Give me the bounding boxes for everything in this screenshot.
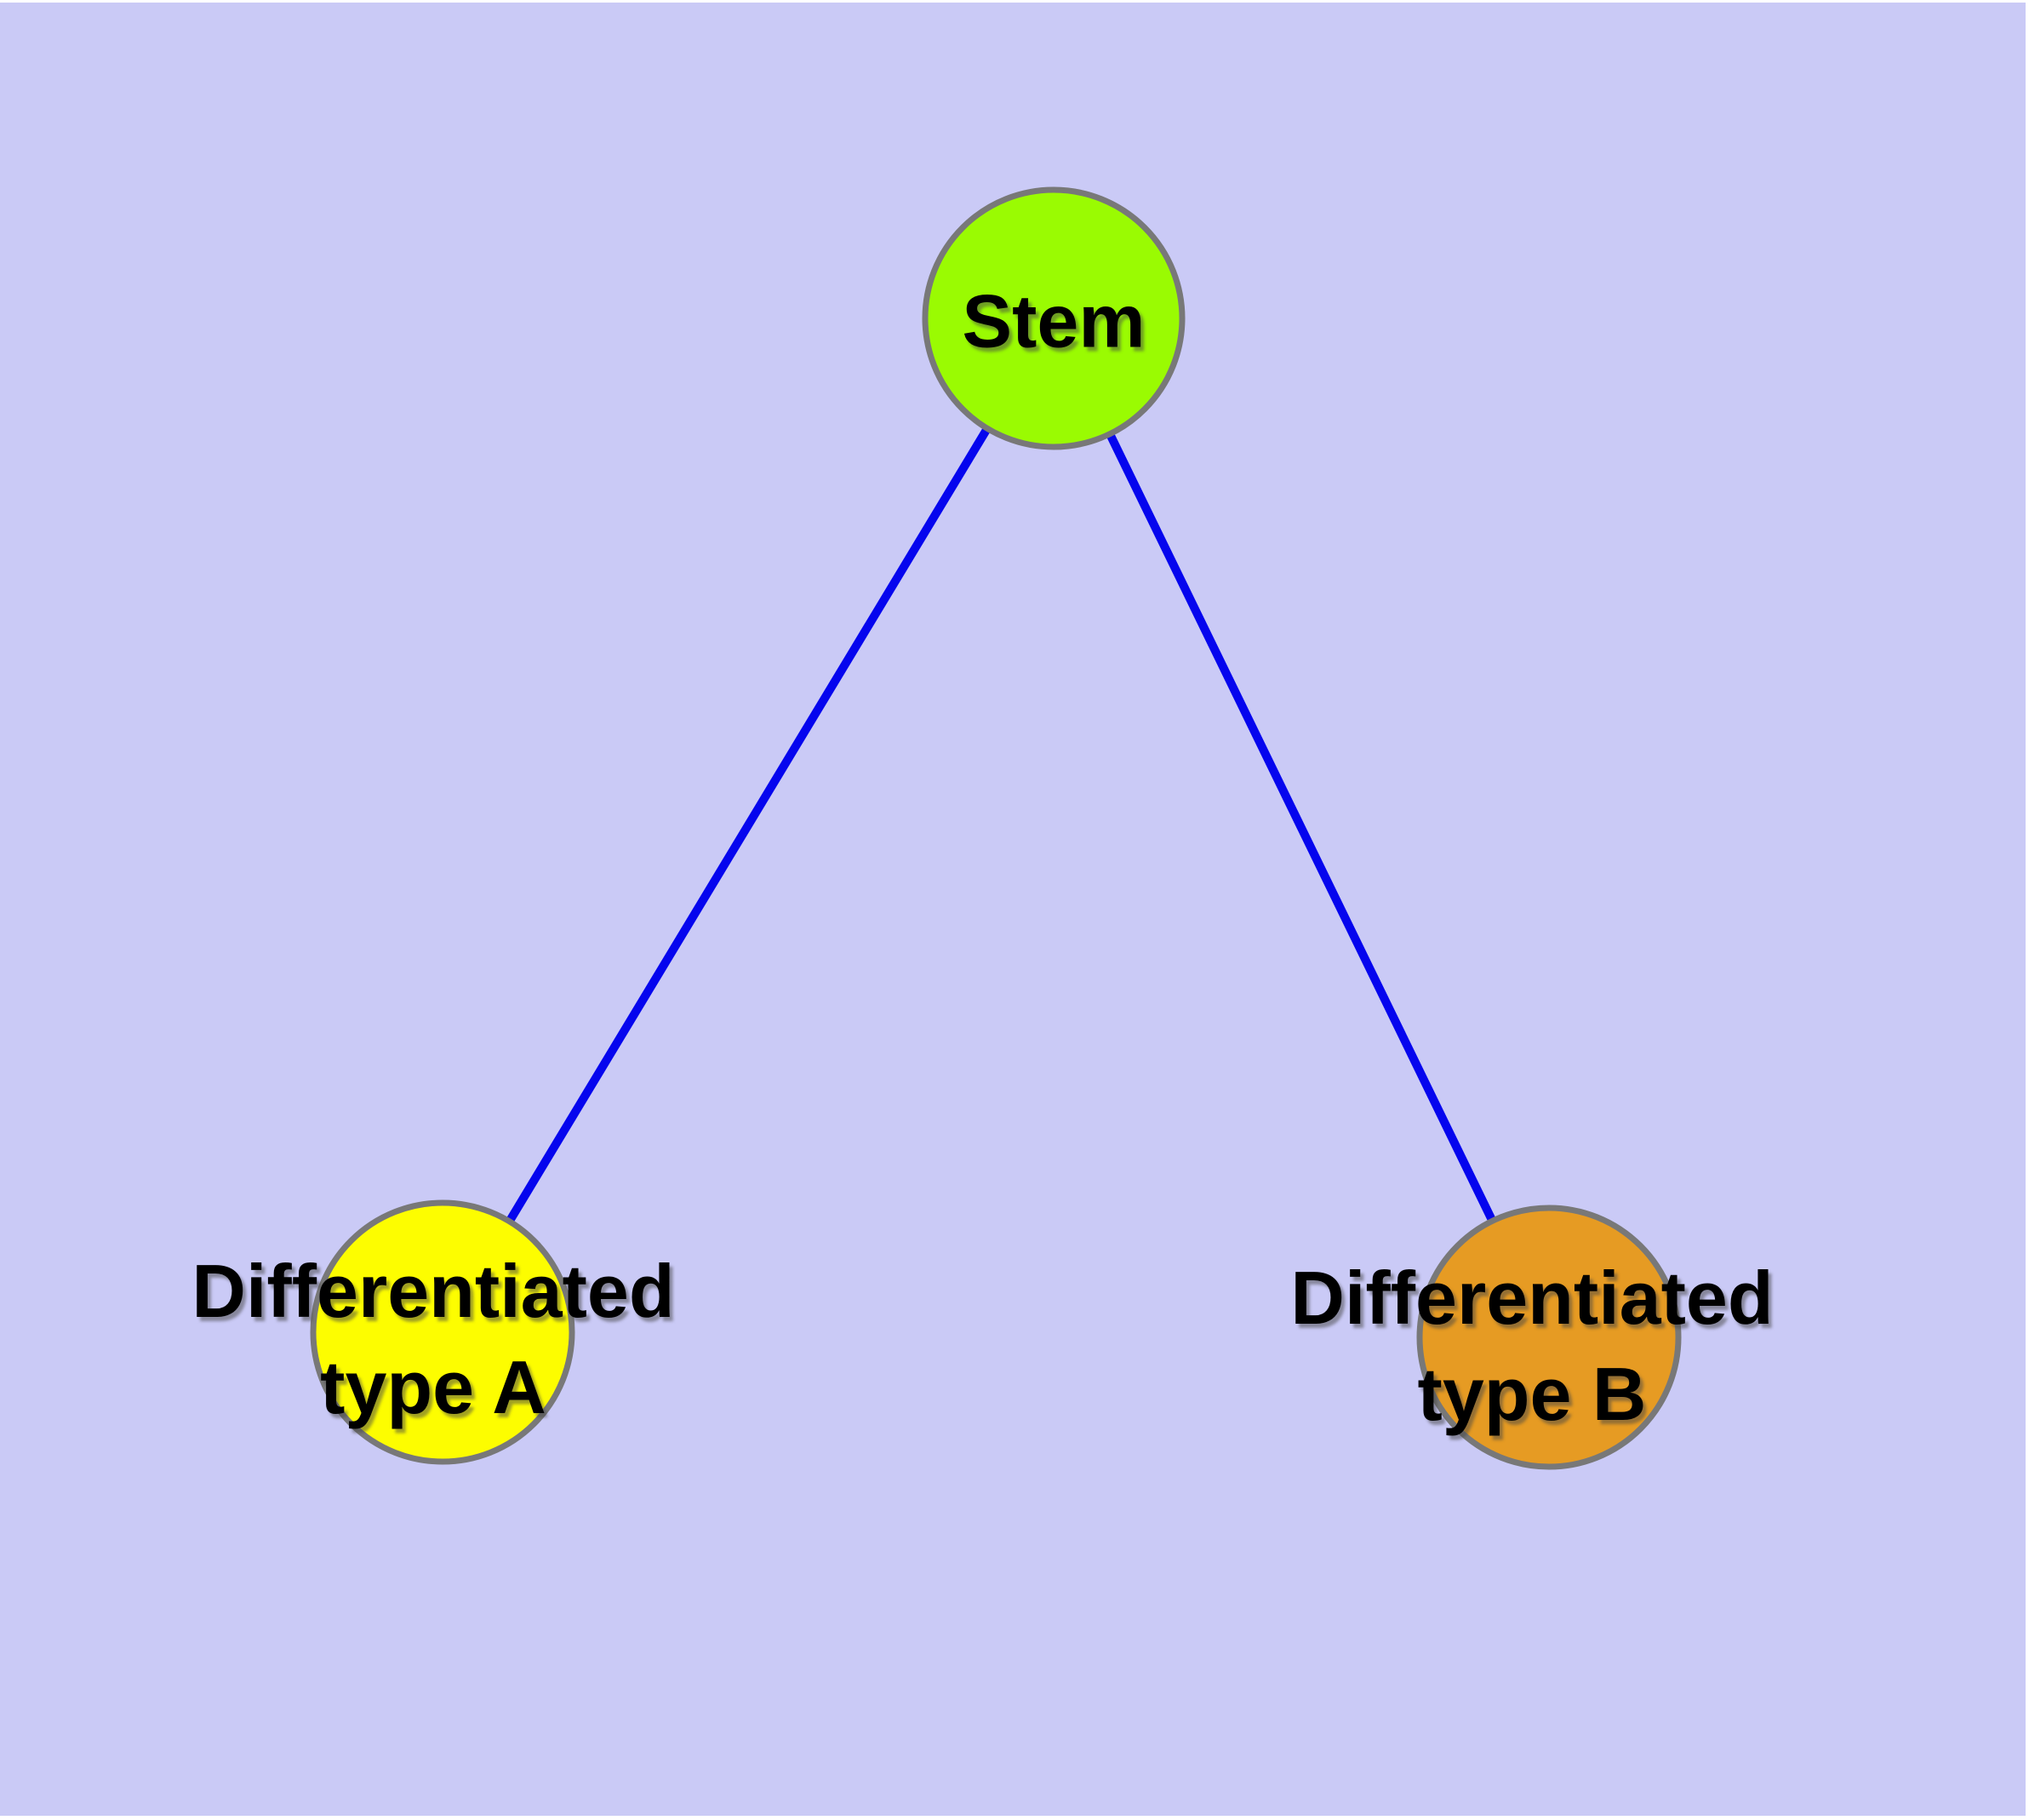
edge-stem-to-type-a[interactable] — [438, 316, 1058, 1335]
node-stem[interactable] — [922, 186, 1186, 450]
edge-stem-to-type-b[interactable] — [1049, 316, 1553, 1340]
node-differentiated-type-b[interactable] — [1416, 1205, 1682, 1470]
node-differentiated-type-a[interactable] — [310, 1199, 575, 1465]
